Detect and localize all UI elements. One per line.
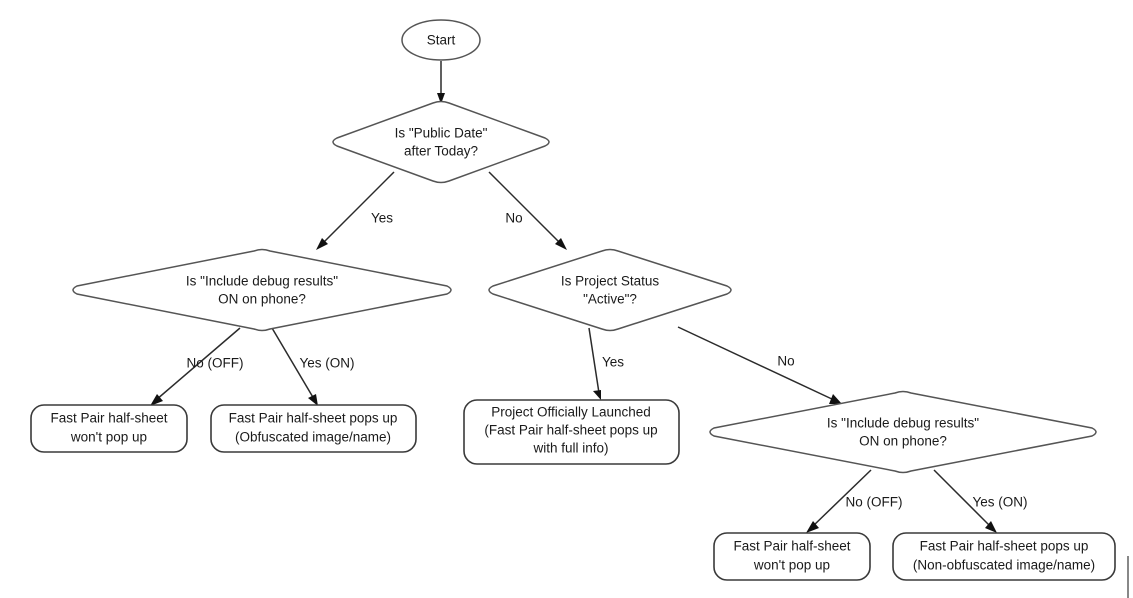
edge-debug-left-yes [271,327,318,406]
edge-project-status-no [677,326,842,404]
node-decision-debug-left[interactable]: Is "Include debug results" ON on phone? [72,248,452,332]
edge-debug-left-no [150,327,241,406]
node-decision-debug-left-line1: Is "Include debug results" [186,274,338,289]
edge-label-project-status-no: No [777,354,794,369]
node-terminal-left-off-line1: Fast Pair half-sheet [50,411,167,426]
edge-debug-right-yes [933,469,997,533]
edge-label-debug-left-yes: Yes (ON) [299,356,354,371]
node-terminal-launched-line3: with full info) [532,441,608,456]
node-decision-project-status-line2: "Active"? [583,292,637,307]
node-start-label: Start [427,33,456,48]
node-decision-debug-right[interactable]: Is "Include debug results" ON on phone? [709,390,1097,474]
edge-label-public-date-yes: Yes [371,211,393,226]
edge-label-project-status-yes: Yes [602,355,624,370]
node-terminal-right-on[interactable]: Fast Pair half-sheet pops up (Non-obfusc… [892,532,1116,581]
node-terminal-right-on-line2: (Non-obfuscated image/name) [913,558,1095,573]
node-terminal-left-on-line1: Fast Pair half-sheet pops up [229,411,398,426]
node-terminal-right-off[interactable]: Fast Pair half-sheet won't pop up [713,532,871,581]
node-terminal-right-off-line1: Fast Pair half-sheet [733,539,850,554]
edge-project-status-yes [588,327,601,400]
node-terminal-left-on-line2: (Obfuscated image/name) [235,430,391,445]
node-decision-project-status-line1: Is Project Status [561,274,660,289]
node-terminal-launched[interactable]: Project Officially Launched (Fast Pair h… [463,399,680,465]
node-terminal-launched-line1: Project Officially Launched [491,405,651,420]
node-terminal-left-on[interactable]: Fast Pair half-sheet pops up (Obfuscated… [210,404,417,453]
edge-public-date-no [488,171,567,250]
edge-label-debug-right-no: No (OFF) [846,495,903,510]
edge-label-debug-right-yes: Yes (ON) [972,495,1027,510]
edge-label-debug-left-no: No (OFF) [187,356,244,371]
edge-label-public-date-no: No [505,211,522,226]
node-terminal-right-on-line1: Fast Pair half-sheet pops up [920,539,1089,554]
node-decision-public-date-line1: Is "Public Date" [395,126,488,141]
node-terminal-launched-line2: (Fast Pair half-sheet pops up [484,423,657,438]
edge-debug-right-no [806,469,872,533]
node-terminal-left-off[interactable]: Fast Pair half-sheet won't pop up [30,404,188,453]
node-decision-public-date[interactable]: Is "Public Date" after Today? [332,100,550,184]
node-decision-project-status[interactable]: Is Project Status "Active"? [488,248,732,332]
node-decision-debug-right-line2: ON on phone? [859,434,947,449]
node-decision-public-date-line2: after Today? [404,144,478,159]
edge-public-date-yes [316,171,395,250]
node-start[interactable]: Start [401,19,481,61]
edge-start-to-public-date [437,61,445,104]
node-decision-debug-left-line2: ON on phone? [218,292,306,307]
node-terminal-left-off-line2: won't pop up [70,430,147,445]
node-terminal-right-off-line2: won't pop up [753,558,830,573]
node-decision-debug-right-line1: Is "Include debug results" [827,416,979,431]
